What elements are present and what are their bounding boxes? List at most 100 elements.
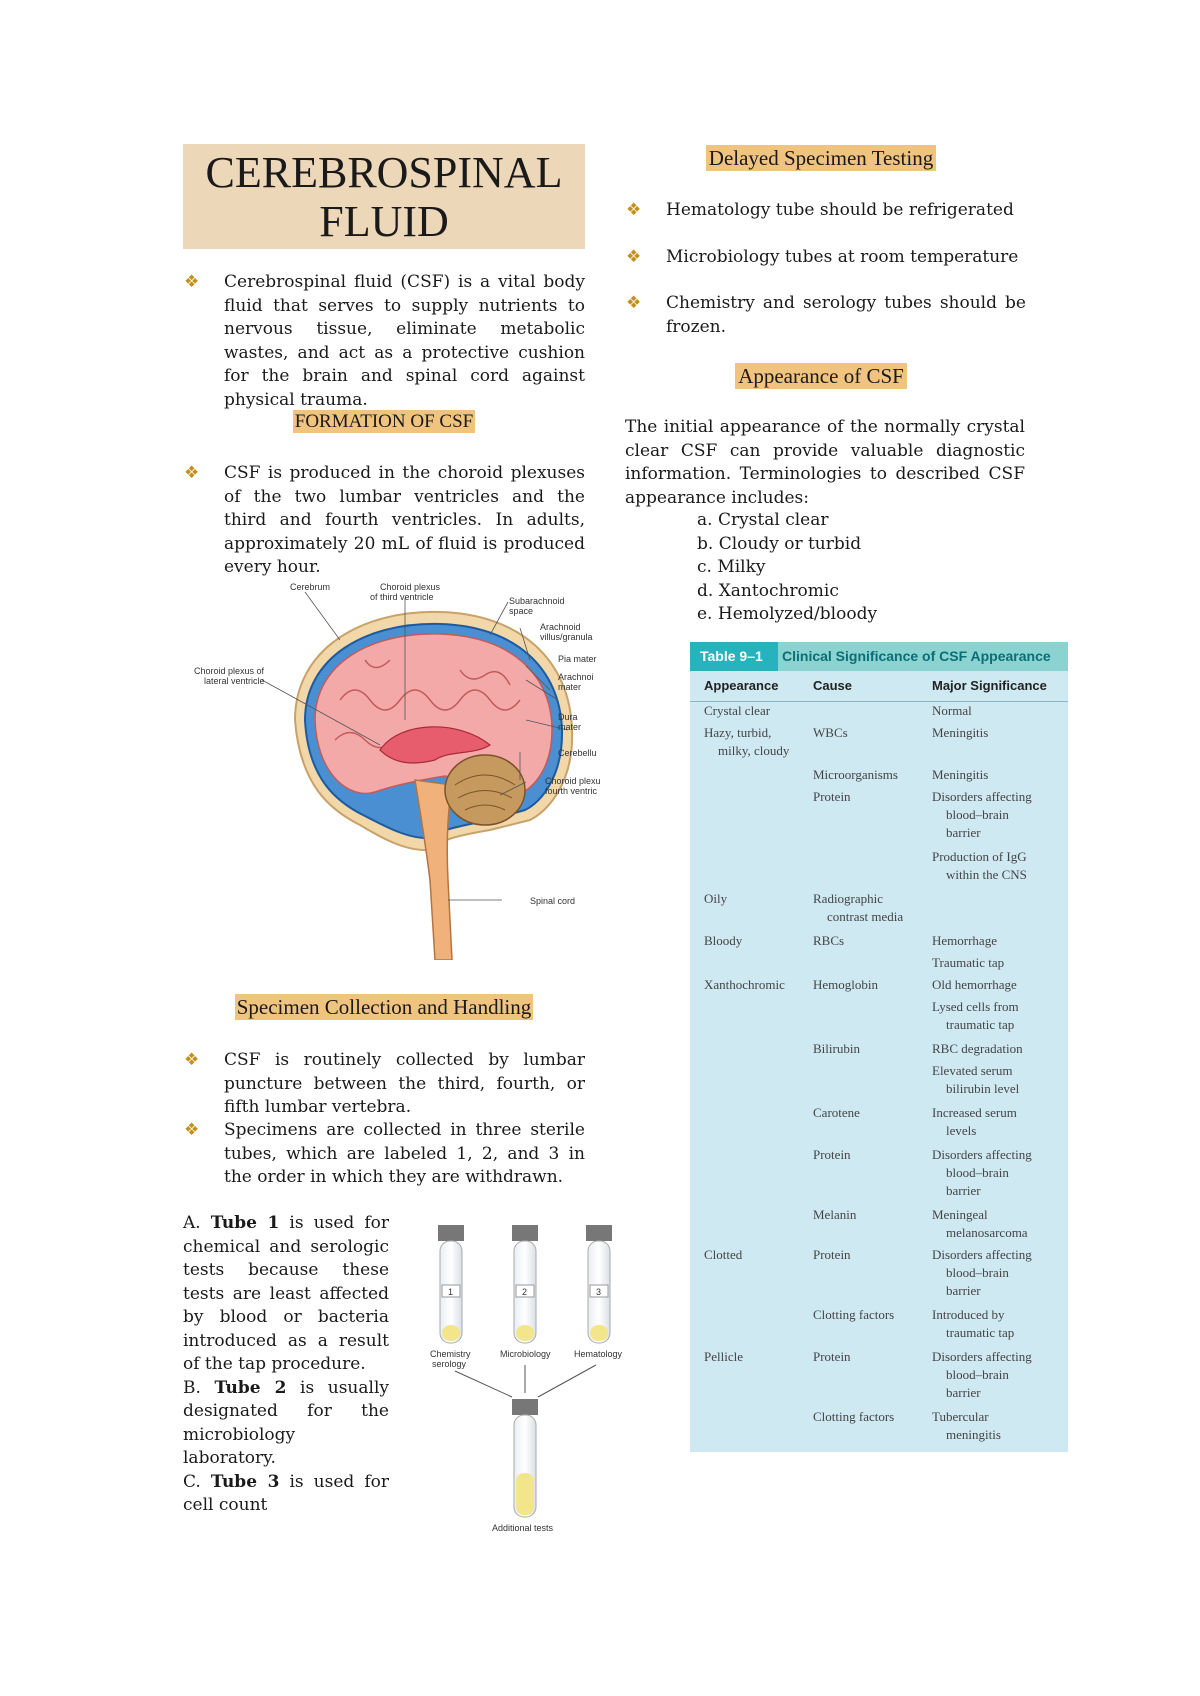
label-choroid-fourth-2: fourth ventric [545,786,598,796]
table-cell-line: milky, cloudy [718,743,790,758]
tube-1-text: is used for chemical and serologic tests… [183,1213,389,1374]
label-cerebrum: Cerebrum [290,582,330,592]
table-cell-line: meningitis [946,1427,1001,1442]
table-cell-line: Disorders affecting [932,789,1032,804]
col-significance: Major Significance [932,678,1047,693]
delayed-item-1: ❖ Hematology tube should be refrigerated [626,199,1026,223]
col-appearance: Appearance [704,678,779,693]
collection-bullet-1: ❖ CSF is routinely collected by lumbar p… [184,1049,585,1120]
label-subarachnoid-2: space [509,606,533,616]
table-cell: Clotting factors [813,1307,895,1322]
table-cell-line: Disorders affecting [932,1247,1032,1262]
tube-1-prefix: A. [183,1213,211,1233]
label-cerebellum: Cerebellu [558,748,597,758]
table-cell-line: bilirubin level [946,1081,1020,1096]
table-cell-line: within the CNS [946,867,1027,882]
table-cell: Crystal clear [704,703,771,718]
table-cell-line: Introduced by [932,1307,1005,1322]
collection-bullet-2: ❖ Specimens are collected in three steri… [184,1119,585,1190]
intro-bullet: ❖ Cerebrospinal fluid (CSF) is a vital b… [184,271,585,412]
tube-3 [586,1225,612,1344]
tube-3-text: is used for cell count [183,1471,389,1516]
table-cell: Meningitis [932,725,989,740]
collection-heading: Specimen Collection and Handling [234,994,534,1020]
table-cell: Increased serum levels [932,1104,1017,1140]
tube-3-description: C. Tube 3 is used for cell count [183,1471,389,1518]
table-cell-line: blood–brain [946,1367,1009,1382]
table-cell-line: barrier [946,1283,981,1298]
tube-2-description: B. Tube 2 is usually designated for the … [183,1377,389,1471]
diamond-bullet-icon: ❖ [626,247,642,267]
table-cell: Melanin [813,1207,857,1222]
table-cell: Production of IgG within the CNS [932,848,1027,884]
table-cell-line: contrast media [827,909,904,924]
table-cell-line: Meningeal [932,1207,988,1222]
appearance-list-item: a. Crystal clear [697,510,829,530]
formation-bullet: ❖ CSF is produced in the choroid plexuse… [184,462,585,580]
col-cause: Cause [813,678,853,693]
tube-figure: 1 2 3 Chemistry serology Microbiology He… [430,1225,623,1533]
tube-descriptions: A. Tube 1 is used for chemical and serol… [183,1212,389,1518]
page-title: CEREBROSPINAL FLUID [183,144,585,249]
appearance-heading: Appearance of CSF [735,363,907,389]
delayed-item-2: ❖ Microbiology tubes at room temperature [626,246,1026,270]
appearance-table: Table 9–1 Clinical Significance of CSF A… [690,642,1068,1452]
table-cell: Lysed cells from traumatic tap [932,998,1019,1034]
tube-2 [512,1225,538,1344]
table-cell-line: blood–brain [946,1165,1009,1180]
table-cell-line: Increased serum [932,1105,1017,1120]
appearance-list-item: c. Milky [697,557,766,577]
table-cell: Microorganisms [813,767,898,782]
table-cell: Hazy, turbid,milky, cloudy [704,724,814,760]
table-cell: Old hemorrhage [932,977,1017,992]
table-cell-line: levels [946,1123,977,1138]
diamond-bullet-icon: ❖ [184,272,200,292]
cerebellum-folia [454,774,516,811]
table-cell-line: Lysed cells from [932,999,1019,1014]
label-dura-2: mater [558,722,581,732]
brainstem [414,779,453,960]
label-choroid-lateral-2: lateral ventricle [204,676,265,686]
table-cell-line: Disorders affecting [932,1147,1032,1162]
label-dura-1: Dura [558,712,578,722]
table-cell: Pellicle [704,1349,743,1364]
tube-1-description: A. Tube 1 is used for chemical and serol… [183,1212,389,1377]
label-pia-mater: Pia mater [558,654,597,664]
label-choroid-third-1: Choroid plexus [380,582,441,592]
table-cell: Meningitis [932,767,989,782]
label-arachnoid-villus-1: Arachnoid [540,622,581,632]
table-cell: Xanthochromic [704,977,785,992]
diamond-bullet-icon: ❖ [184,463,200,483]
table-cell: Clotted [704,1247,743,1262]
table-cell: WBCs [813,725,848,740]
table-cell: Carotene [813,1105,860,1120]
diamond-bullet-icon: ❖ [626,293,642,313]
table-cell: Protein [813,1147,851,1162]
table-cell: Protein [813,789,851,804]
tube-3-number: 3 [596,1287,601,1297]
table-cell: Protein [813,1247,851,1262]
tube-3-label: Tube 3 [210,1471,280,1492]
table-cell-line: traumatic tap [946,1017,1015,1032]
label-choroid-lateral-1: Choroid plexus of [194,666,265,676]
appearance-list-item: b. Cloudy or turbid [697,533,862,554]
table-title: Clinical Significance of CSF Appearance [782,648,1051,664]
tube-1 [438,1225,464,1344]
table-cell-line: barrier [946,825,981,840]
label-arachnoid-mater-2: mater [558,682,581,692]
ventricle [379,726,492,764]
tube-3-prefix: C. [183,1471,211,1492]
delayed-text-1: Hematology tube should be refrigerated [666,200,1014,220]
tube-2-prefix: B. [183,1377,215,1398]
collection-text-2: Specimens are collected in three sterile… [224,1120,585,1187]
chemistry-label-1: Chemistry [430,1349,471,1359]
table-cell-line: Production of IgG [932,849,1027,864]
table-cell-line: Disorders affecting [932,1349,1032,1364]
table-cell-line: blood–brain [946,807,1009,822]
formation-text: CSF is produced in the choroid plexuses … [224,463,585,577]
